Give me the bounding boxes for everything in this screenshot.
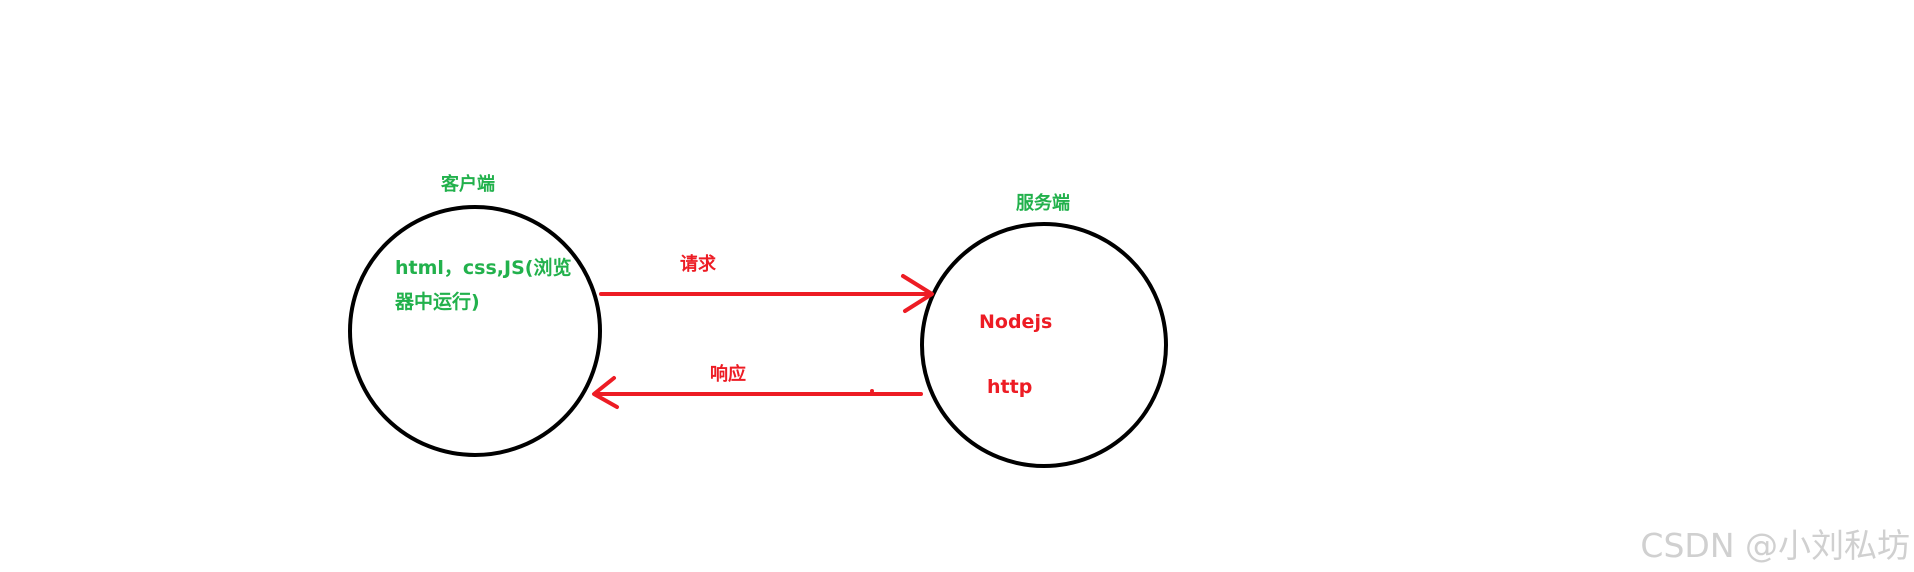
client-circle [348, 205, 602, 457]
watermark: CSDN @小刘私坊 [1640, 526, 1910, 565]
server-item-http: http [987, 376, 1033, 398]
server-circle [920, 222, 1168, 468]
response-arrow [592, 376, 923, 409]
response-label: 响应 [710, 364, 746, 385]
client-tech-line-2: 器中运行) [395, 291, 480, 313]
request-label: 请求 [680, 254, 716, 275]
client-title: 客户端 [441, 174, 495, 195]
client-tech-line-1: html，css,JS(浏览 [395, 257, 572, 279]
response-arrow-dot [870, 389, 874, 393]
request-arrow [599, 274, 934, 313]
server-item-nodejs: Nodejs [979, 311, 1053, 333]
server-title: 服务端 [1016, 193, 1070, 214]
